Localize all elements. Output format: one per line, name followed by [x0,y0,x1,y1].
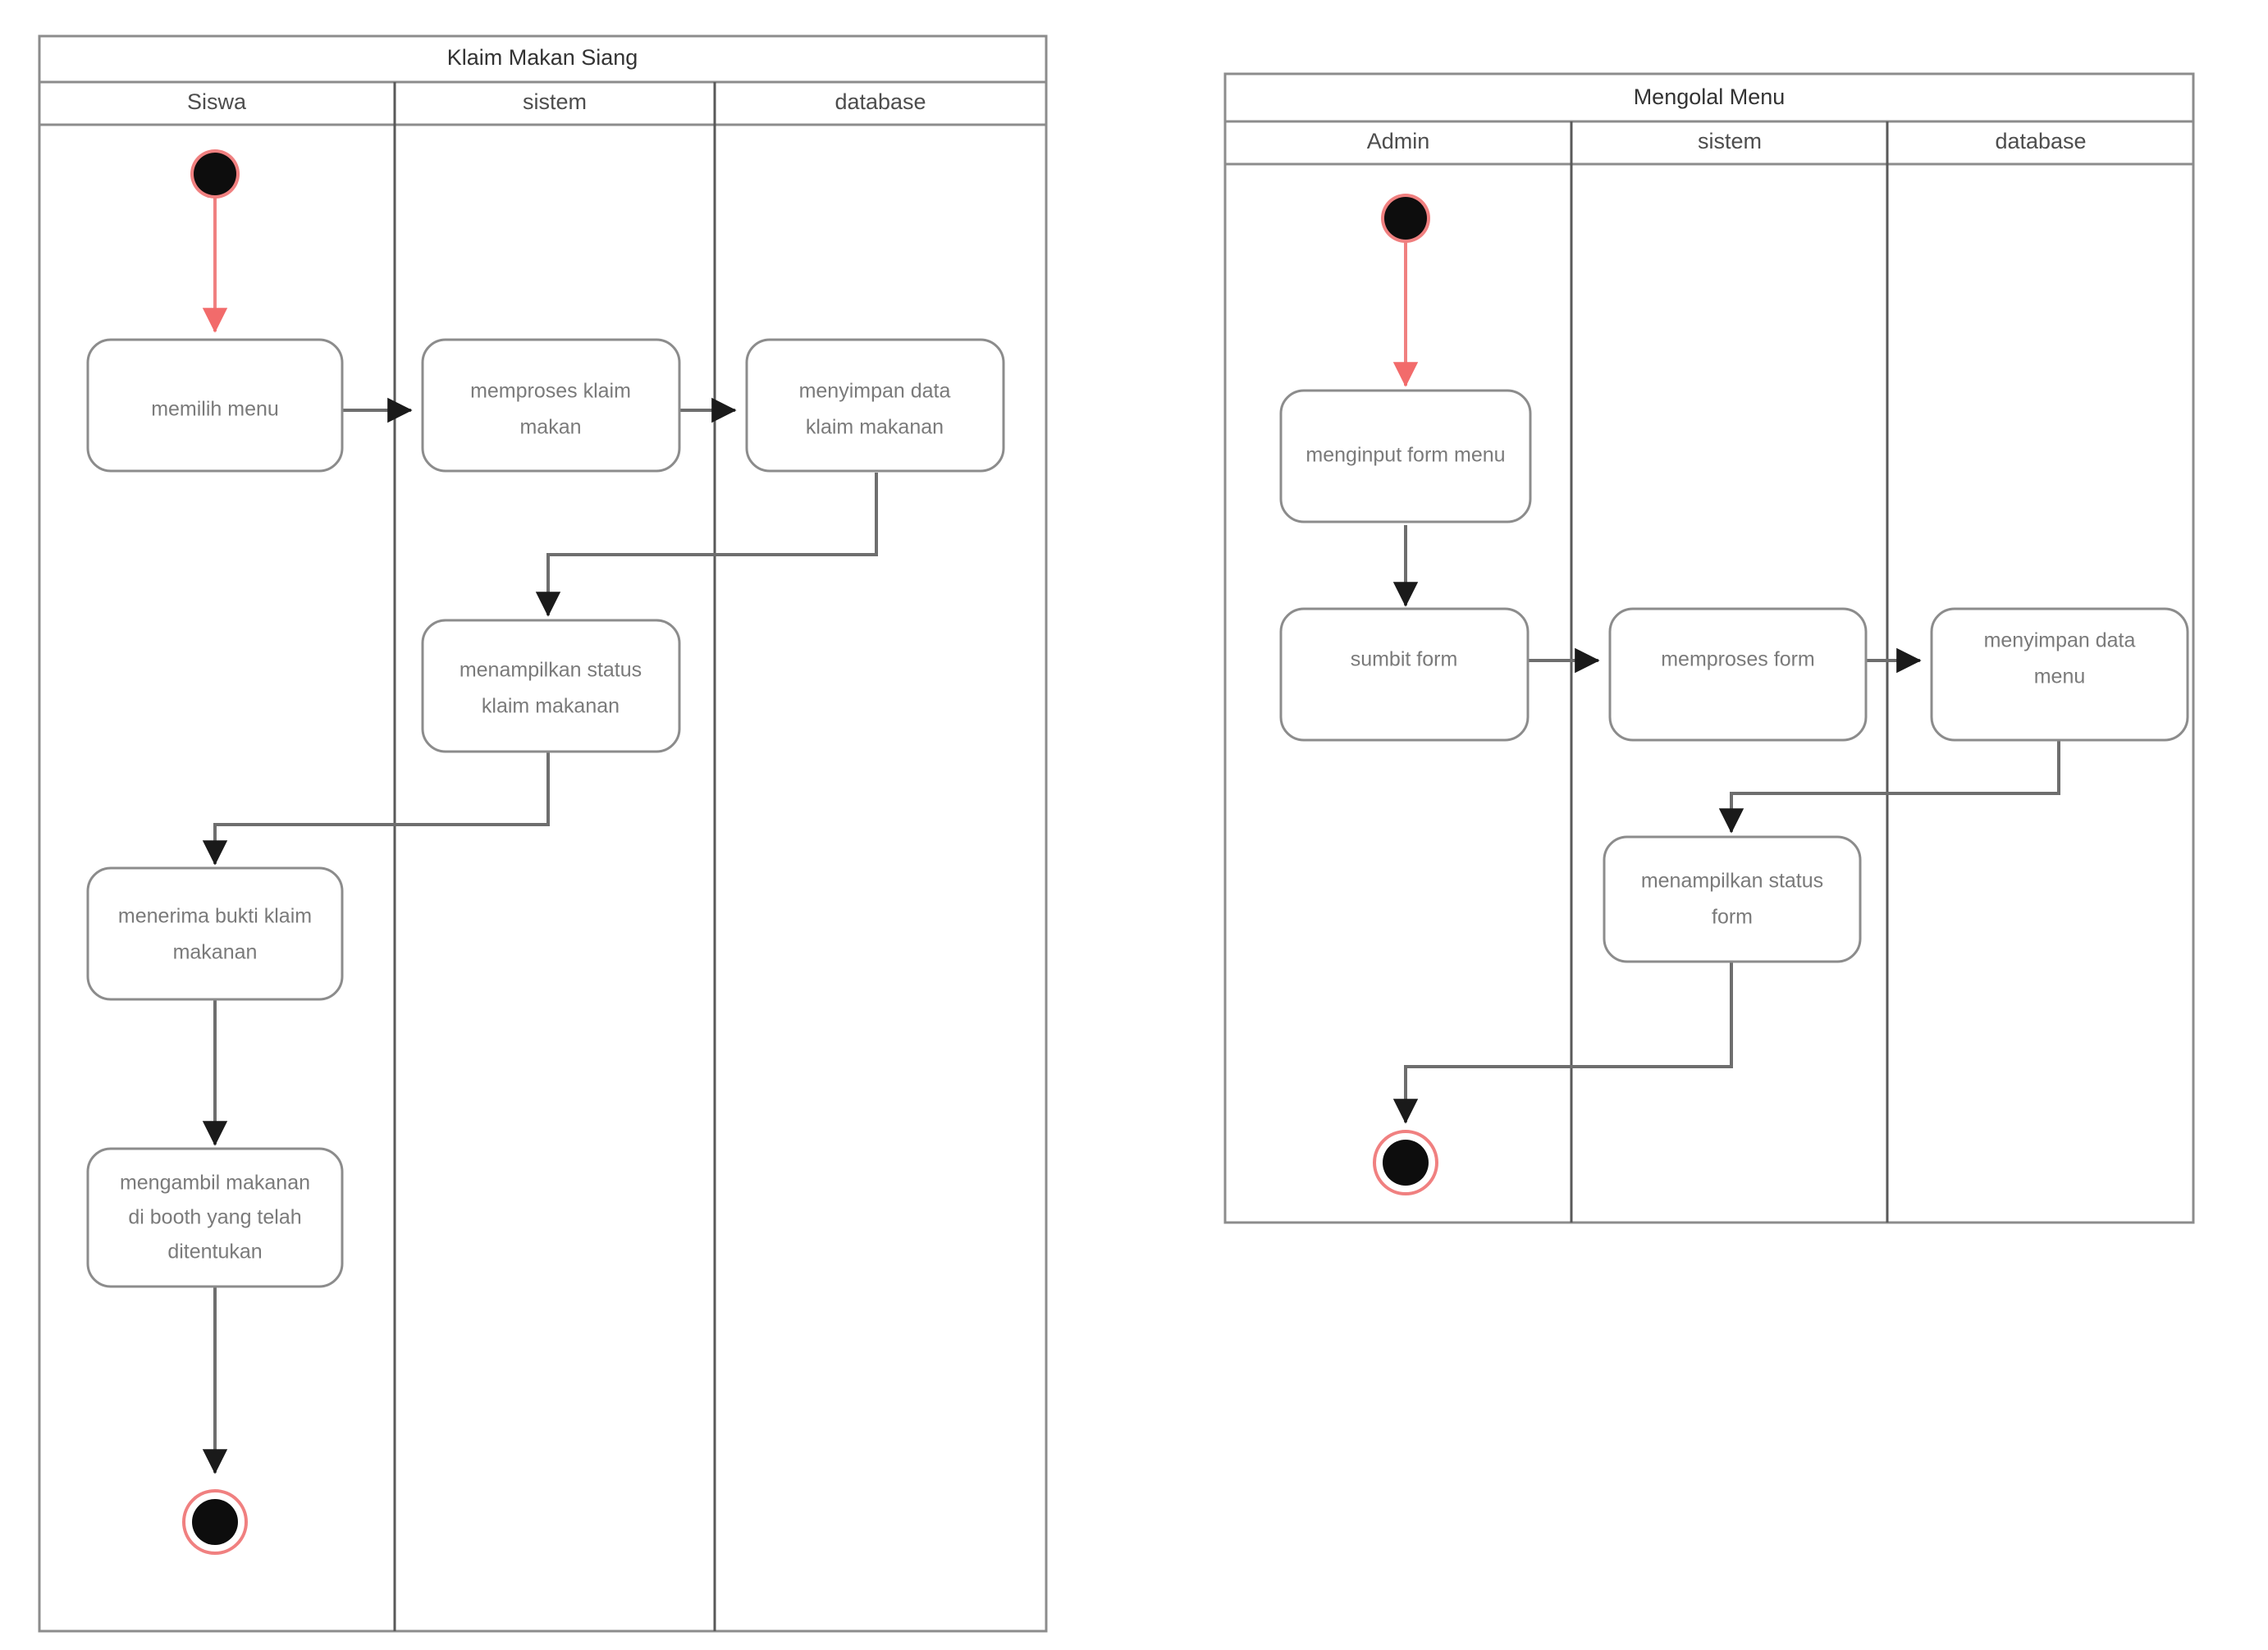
activity-label: memilih menu [151,398,279,421]
flow-menyimpan-to-menampilkan [1718,722,2060,834]
activity-label: memproses form [1661,648,1815,671]
activity-node-menampilkan-status-form[interactable]: menampilkan status form [1603,835,1862,963]
activity-label-line1: menampilkan status [460,659,642,682]
flow-menampilkan-to-menerima [202,747,550,866]
lane-header-database-left: database [834,89,926,114]
activity-label-line3: ditentukan [167,1241,262,1264]
flow-menyimpan-to-menampilkan [535,473,878,617]
activity-node-memilih-menu[interactable]: memilih menu [86,338,344,473]
activity-label-line2: makanan [173,941,258,964]
activity-label-line2: makan [519,416,581,439]
lane-header-sistem-right: sistem [1698,129,1762,153]
activity-label-line2: klaim makanan [806,416,944,439]
activity-label-line2: form [1712,906,1753,929]
final-node-left [182,1489,248,1555]
diagram-title-right: Mengolal Menu [1634,85,1786,109]
activity-label-line2: menu [2034,665,2086,688]
lane-header-database-right: database [1995,129,2086,153]
initial-node-left [190,149,240,199]
activity-label: menginput form menu [1305,444,1505,467]
lane-header-siswa: Siswa [187,89,247,114]
diagram-title-left: Klaim Makan Siang [447,45,638,70]
activity-label-line1: menampilkan status [1641,870,1823,893]
flow-edges-left [202,189,878,1474]
initial-node-right [1381,194,1430,243]
lane-header-admin: Admin [1367,129,1430,153]
activity-node-mengambil-makanan[interactable]: mengambil makanan di booth yang telah di… [86,1147,344,1288]
flow-edges-right [1392,242,2060,1124]
activity-label: sumbit form [1351,648,1458,671]
activity-label-line1: menyimpan data [1984,629,2136,652]
activity-label-line1: menyimpan data [799,380,951,403]
activity-label-line1: memproses klaim [470,380,631,403]
activity-node-menginput-form-menu[interactable]: menginput form menu [1279,389,1532,523]
final-node-right [1373,1130,1438,1195]
activity-label-line1: mengambil makanan [120,1172,310,1195]
activity-node-memproses-klaim-makan[interactable]: memproses klaim makan [421,338,681,473]
activity-node-menyimpan-data-menu[interactable]: menyimpan data menu [1930,607,2189,742]
activity-label-line1: menerima bukti klaim [118,905,312,928]
swimlane-frame-left [38,34,1048,1633]
activity-node-sumbit-form[interactable]: sumbit form [1279,607,1530,742]
flow-menampilkan-to-end [1392,962,1733,1124]
activity-node-memproses-form[interactable]: memproses form [1608,607,1868,742]
activity-node-menampilkan-status-klaim-makanan[interactable]: menampilkan status klaim makanan [421,619,681,753]
activity-node-menyimpan-data-klaim-makanan[interactable]: menyimpan data klaim makanan [745,338,1005,473]
activity-label-line2: klaim makanan [482,695,620,718]
lane-header-sistem-left: sistem [523,89,587,114]
activity-label-line2: di booth yang telah [128,1206,301,1229]
activity-node-menerima-bukti-klaim-makanan[interactable]: menerima bukti klaim makanan [86,866,344,1001]
